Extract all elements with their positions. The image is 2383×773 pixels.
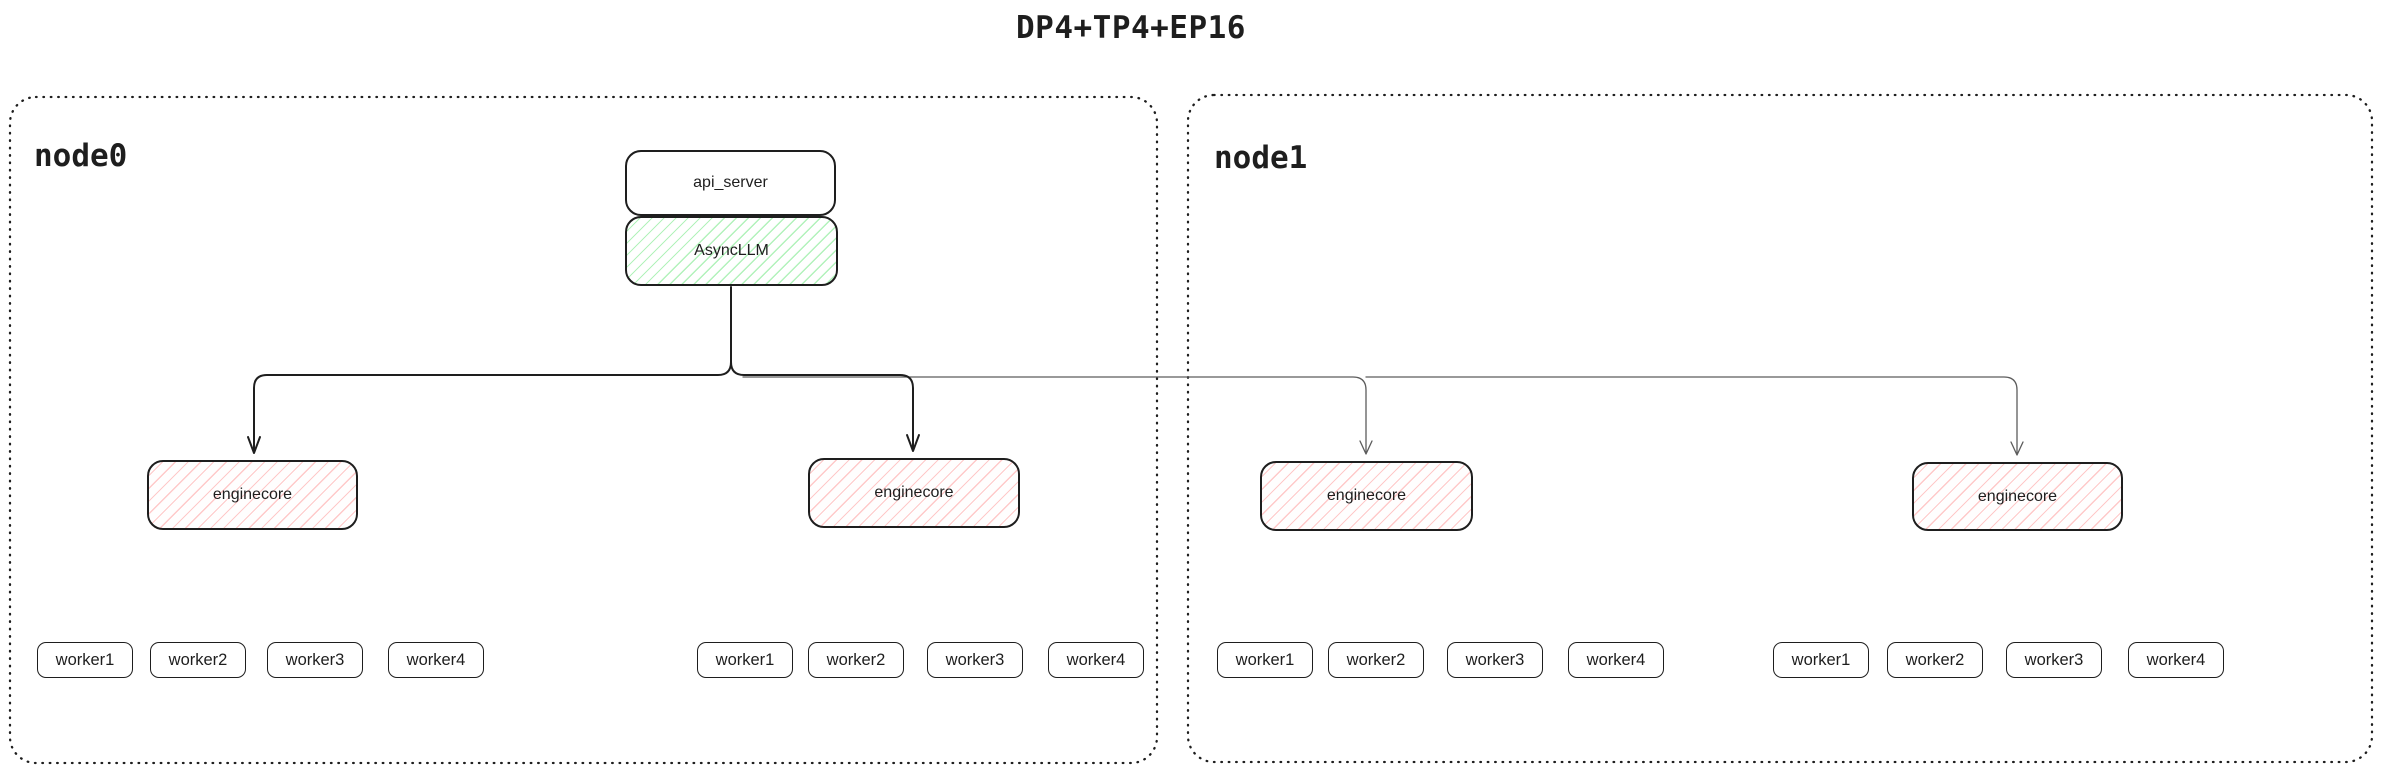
enginecore4-box: enginecore bbox=[1912, 462, 2123, 531]
node0-group2-worker2: worker2 bbox=[808, 642, 904, 678]
enginecore4-label: enginecore bbox=[1977, 487, 2058, 505]
node0-group2-worker1: worker1 bbox=[697, 642, 793, 678]
node0-group1-worker4: worker4 bbox=[388, 642, 484, 678]
node0-group1-worker2: worker2 bbox=[150, 642, 246, 678]
enginecore3-label: enginecore bbox=[1326, 487, 1407, 504]
node1-group2-worker2: worker2 bbox=[1887, 642, 1983, 678]
api-server-label: api_server bbox=[693, 174, 768, 191]
node0-group1-worker1: worker1 bbox=[37, 642, 133, 678]
arrowhead-enginecore3 bbox=[1359, 440, 1373, 455]
node1-group1-worker3: worker3 bbox=[1447, 642, 1543, 678]
edge-asyncllm-to-enginecore2 bbox=[730, 361, 914, 450]
node0-group1-worker3: worker3 bbox=[267, 642, 363, 678]
enginecore1-label: enginecore bbox=[212, 486, 293, 503]
edge-asyncllm-to-enginecore3 bbox=[742, 376, 1367, 453]
node0-label: node0 bbox=[34, 138, 128, 174]
edge-asyncllm-to-enginecore1 bbox=[253, 361, 732, 452]
enginecore2-label: enginecore bbox=[874, 484, 954, 501]
asyncllm-label: AsyncLLM bbox=[694, 242, 769, 259]
node1-group2-worker1: worker1 bbox=[1773, 642, 1869, 678]
node1-group1-worker4: worker4 bbox=[1568, 642, 1664, 678]
api-server-box: api_server bbox=[625, 150, 836, 216]
node1-group2-worker3: worker3 bbox=[2006, 642, 2102, 678]
enginecore3-box: enginecore bbox=[1260, 461, 1473, 531]
asyncllm-box: AsyncLLM bbox=[625, 216, 838, 286]
node0-group2-worker3: worker3 bbox=[927, 642, 1023, 678]
arrowhead-enginecore4 bbox=[2010, 441, 2024, 456]
edge-asyncllm-to-enginecore4 bbox=[1365, 376, 2018, 454]
node1-group1-worker1: worker1 bbox=[1217, 642, 1313, 678]
node1-group2-worker4: worker4 bbox=[2128, 642, 2224, 678]
enginecore2-box: enginecore bbox=[808, 458, 1020, 528]
node1-group1-worker2: worker2 bbox=[1328, 642, 1424, 678]
node1-label: node1 bbox=[1214, 140, 1308, 176]
enginecore1-box: enginecore bbox=[147, 460, 358, 530]
node0-group2-worker4: worker4 bbox=[1048, 642, 1144, 678]
arrowhead-enginecore1 bbox=[247, 436, 261, 454]
diagram-title: DP4+TP4+EP16 bbox=[1016, 10, 1246, 46]
arrowhead-enginecore2 bbox=[906, 434, 920, 452]
